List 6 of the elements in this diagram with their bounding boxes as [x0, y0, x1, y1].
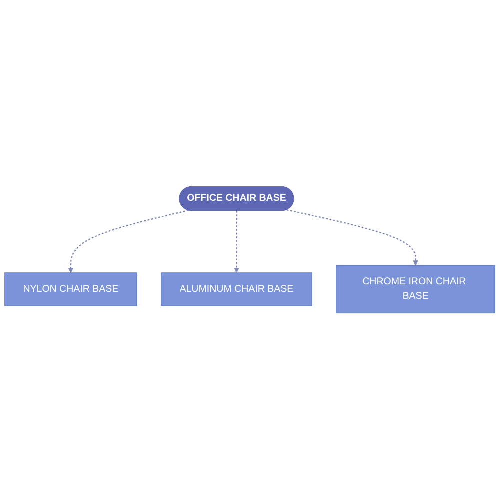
node-box: NYLON CHAIR BASE — [4, 272, 138, 306]
arrow — [68, 210, 189, 274]
arrow — [286, 209, 418, 266]
node-box: ALUMINUM CHAIR BASE — [161, 272, 312, 306]
node-box: CHROME IRON CHAIR BASE — [336, 265, 496, 314]
arrow — [234, 210, 240, 274]
